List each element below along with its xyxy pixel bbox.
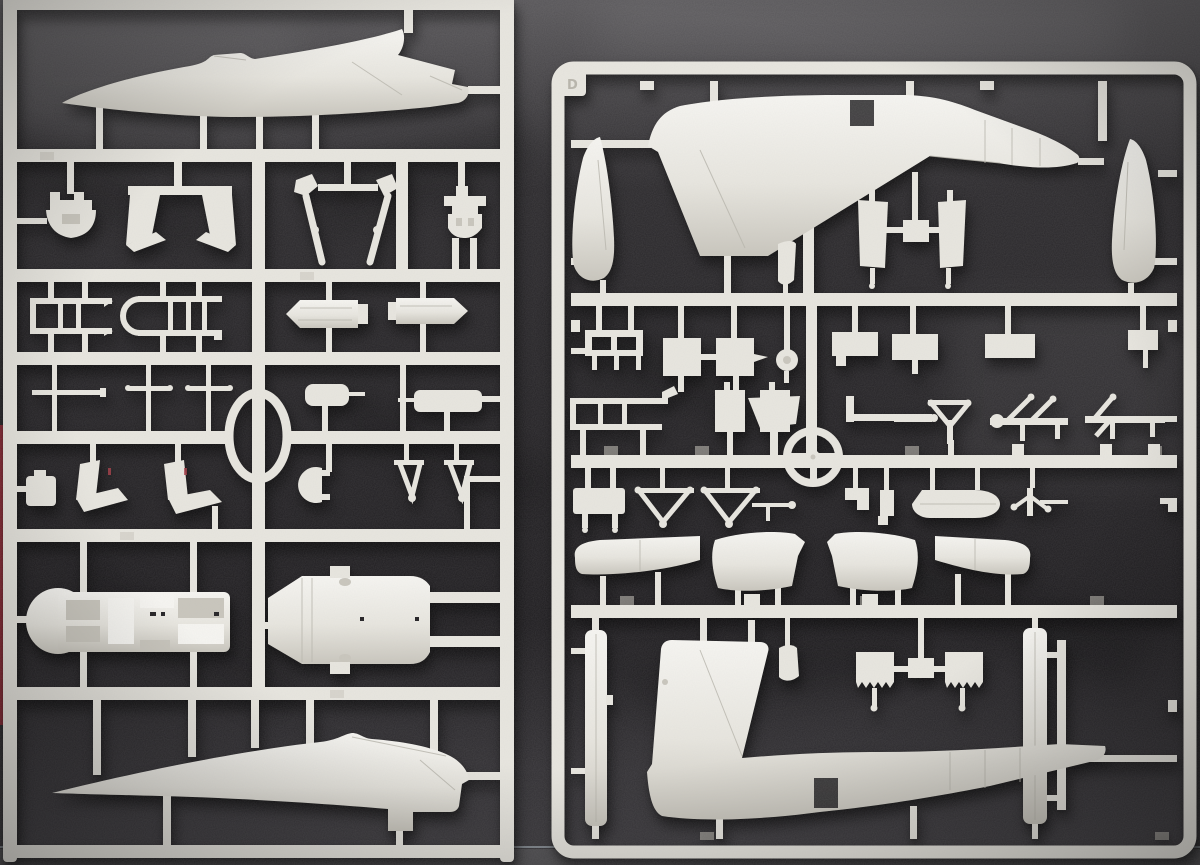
photo-stage: D [0,0,1200,865]
sprue-photo: D [0,0,1200,865]
vignette [0,0,1200,865]
